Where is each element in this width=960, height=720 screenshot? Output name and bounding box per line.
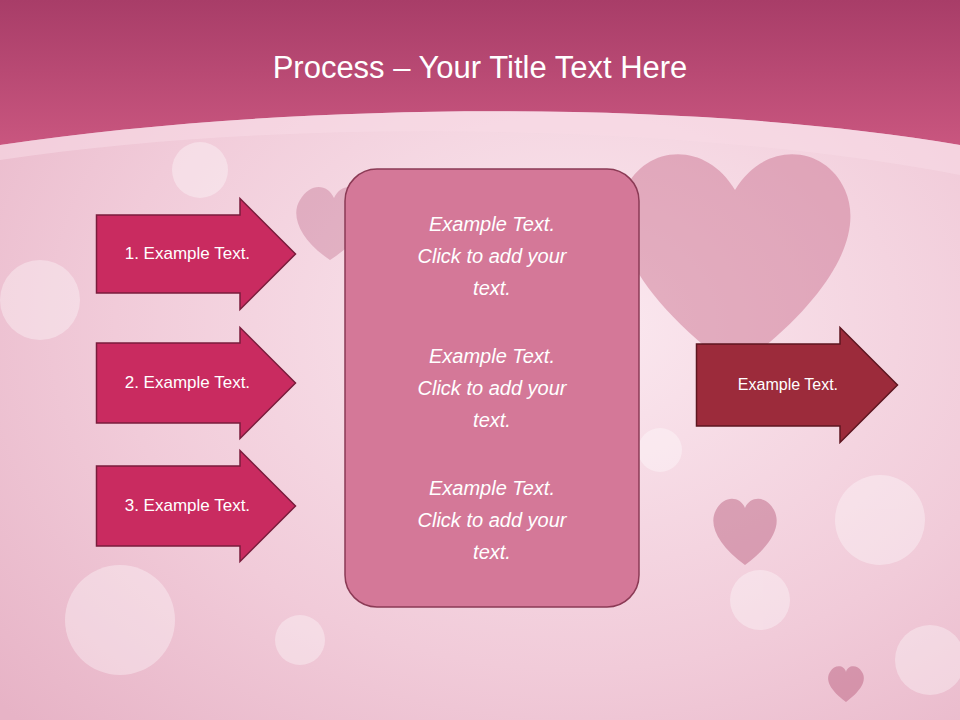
arrow-box: Example Text. [696,327,898,443]
node-text: Example Text. Click to add your text. [407,208,577,304]
node-text: 3. Example Text. [125,492,250,519]
shape-outline [97,199,296,310]
arrow-box: 3. Example Text. [96,450,296,562]
shape-outline [97,328,296,439]
node-text: 1. Example Text. [125,240,250,267]
shape-outline [345,169,639,607]
node-text: Example Text. Click to add your text. [407,340,577,436]
slide-title: Process – Your Title Text Here [0,50,960,86]
arrow-box: 1. Example Text. [96,198,296,310]
shape-outline [97,451,296,562]
node-text: Example Text. [738,372,838,398]
node-text: 2. Example Text. [125,369,250,396]
text-panel: Example Text. Click to add your text. Exa… [344,168,640,608]
node-text: Example Text. Click to add your text. [407,472,577,568]
arrow-box: 2. Example Text. [96,327,296,439]
shape-outline [697,328,898,443]
